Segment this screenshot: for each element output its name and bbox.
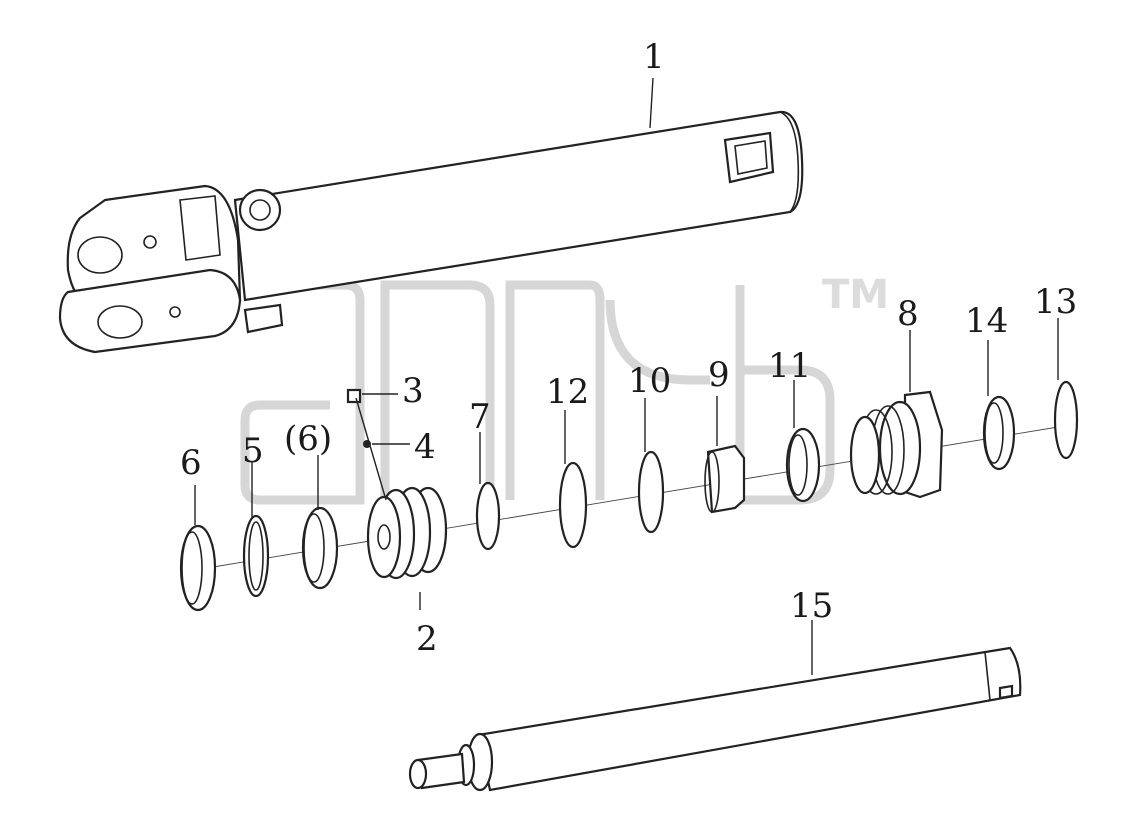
wear-ring-6: [179, 524, 217, 612]
callout-9: 9: [708, 355, 730, 395]
callout-12: 12: [546, 372, 589, 412]
gland-nut-9: [704, 444, 746, 514]
piston: [366, 486, 448, 580]
callout-4: 4: [414, 427, 436, 467]
o-ring-7: [475, 481, 501, 551]
callout-14: 14: [965, 301, 1008, 341]
callout-11: 11: [768, 346, 811, 386]
callout-8: 8: [897, 294, 919, 334]
callouts: 1 2 3 4 5 6 (6) 7 8 9 10 11 12 13 14 15: [180, 37, 1077, 659]
snap-ring-13: [1053, 380, 1079, 460]
leader-lines: [194, 77, 1059, 675]
cylinder-barrel: [58, 110, 804, 354]
callout-10: 10: [628, 361, 671, 401]
callout-2: 2: [416, 619, 438, 659]
seal-ring-5: [242, 514, 270, 598]
seal-10: [637, 450, 665, 534]
piston-rod: [408, 646, 1022, 792]
seal-14: [982, 395, 1016, 471]
seal-12: [558, 461, 588, 549]
callout-15: 15: [790, 586, 833, 626]
guide-sleeve-8: [849, 390, 944, 499]
callout-3: 3: [402, 371, 424, 411]
ring-11: [785, 427, 821, 503]
callout-13: 13: [1034, 282, 1077, 322]
callout-1: 1: [643, 37, 665, 77]
wear-ring-6-secondary: [301, 506, 339, 590]
callout-5: 5: [242, 431, 264, 471]
callout-6-secondary: (6): [284, 419, 332, 459]
callout-7: 7: [469, 397, 491, 437]
watermark-trademark: TM: [822, 272, 889, 318]
callout-6: 6: [180, 443, 202, 483]
set-screw: [346, 388, 362, 404]
